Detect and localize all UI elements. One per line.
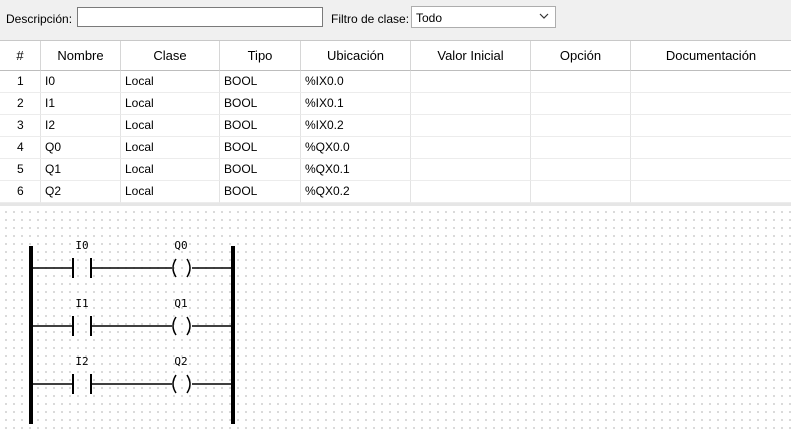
class-filter-select[interactable]: Todo (411, 6, 556, 28)
description-label: Descripción: (6, 12, 73, 26)
cell-row-number[interactable]: 5 (0, 159, 41, 181)
cell-initial-value[interactable] (411, 115, 531, 137)
cell-initial-value[interactable] (411, 159, 531, 181)
cell-option[interactable] (531, 159, 631, 181)
cell-option[interactable] (531, 181, 631, 203)
cell-name[interactable]: I1 (41, 93, 121, 115)
column-header-type[interactable]: Tipo (220, 41, 301, 71)
cell-class[interactable]: Local (121, 115, 220, 137)
coil-right-arc[interactable] (186, 316, 191, 336)
cell-option[interactable] (531, 71, 631, 93)
cell-row-number[interactable]: 4 (0, 137, 41, 159)
cell-type[interactable]: BOOL (220, 137, 301, 159)
cell-location[interactable]: %IX0.1 (301, 93, 411, 115)
column-header-name[interactable]: Nombre (41, 41, 121, 71)
cell-row-number[interactable]: 1 (0, 71, 41, 93)
column-header-option[interactable]: Opción (531, 41, 631, 71)
cell-initial-value[interactable] (411, 181, 531, 203)
cell-type[interactable]: BOOL (220, 71, 301, 93)
column-header-number[interactable]: # (0, 41, 41, 71)
cell-location[interactable]: %QX0.2 (301, 181, 411, 203)
column-header-location[interactable]: Ubicación (301, 41, 411, 71)
column-header-documentation[interactable]: Documentación (631, 41, 791, 71)
cell-location[interactable]: %IX0.0 (301, 71, 411, 93)
cell-type[interactable]: BOOL (220, 181, 301, 203)
panel-splitter[interactable] (0, 203, 791, 206)
cell-initial-value[interactable] (411, 93, 531, 115)
cell-documentation[interactable] (631, 93, 791, 115)
cell-documentation[interactable] (631, 159, 791, 181)
coil-right-arc[interactable] (186, 258, 191, 278)
class-filter-label: Filtro de clase: (331, 12, 410, 26)
cell-location[interactable]: %QX0.0 (301, 137, 411, 159)
cell-documentation[interactable] (631, 181, 791, 203)
column-header-initial-value[interactable]: Valor Inicial (411, 41, 531, 71)
cell-name[interactable]: I0 (41, 71, 121, 93)
cell-option[interactable] (531, 93, 631, 115)
cell-class[interactable]: Local (121, 93, 220, 115)
cell-type[interactable]: BOOL (220, 93, 301, 115)
cell-class[interactable]: Local (121, 71, 220, 93)
coil-label[interactable]: Q2 (174, 355, 187, 368)
coil-left-arc[interactable] (172, 374, 177, 394)
coil-label[interactable]: Q1 (174, 297, 187, 310)
cell-documentation[interactable] (631, 115, 791, 137)
variables-table: # Nombre Clase Tipo Ubicación Valor Inic… (0, 40, 791, 205)
cell-row-number[interactable]: 6 (0, 181, 41, 203)
cell-location[interactable]: %QX0.1 (301, 159, 411, 181)
coil-label[interactable]: Q0 (174, 239, 187, 252)
contact-label[interactable]: I2 (75, 355, 88, 368)
cell-type[interactable]: BOOL (220, 159, 301, 181)
cell-location[interactable]: %IX0.2 (301, 115, 411, 137)
class-filter-value: Todo (416, 11, 443, 25)
coil-left-arc[interactable] (172, 258, 177, 278)
cell-name[interactable]: Q2 (41, 181, 121, 203)
cell-name[interactable]: Q1 (41, 159, 121, 181)
cell-row-number[interactable]: 2 (0, 93, 41, 115)
chevron-down-icon (539, 13, 549, 19)
coil-left-arc[interactable] (172, 316, 177, 336)
contact-label[interactable]: I1 (75, 297, 88, 310)
coil-right-arc[interactable] (186, 374, 191, 394)
cell-initial-value[interactable] (411, 137, 531, 159)
cell-class[interactable]: Local (121, 137, 220, 159)
cell-initial-value[interactable] (411, 71, 531, 93)
cell-row-number[interactable]: 3 (0, 115, 41, 137)
column-header-class[interactable]: Clase (121, 41, 220, 71)
cell-name[interactable]: Q0 (41, 137, 121, 159)
contact-label[interactable]: I0 (75, 239, 88, 252)
cell-documentation[interactable] (631, 137, 791, 159)
cell-documentation[interactable] (631, 71, 791, 93)
cell-class[interactable]: Local (121, 181, 220, 203)
cell-class[interactable]: Local (121, 159, 220, 181)
cell-option[interactable] (531, 115, 631, 137)
description-input[interactable] (77, 7, 323, 27)
cell-option[interactable] (531, 137, 631, 159)
filter-bar: Descripción: Filtro de clase: Todo (0, 0, 791, 38)
cell-name[interactable]: I2 (41, 115, 121, 137)
cell-type[interactable]: BOOL (220, 115, 301, 137)
